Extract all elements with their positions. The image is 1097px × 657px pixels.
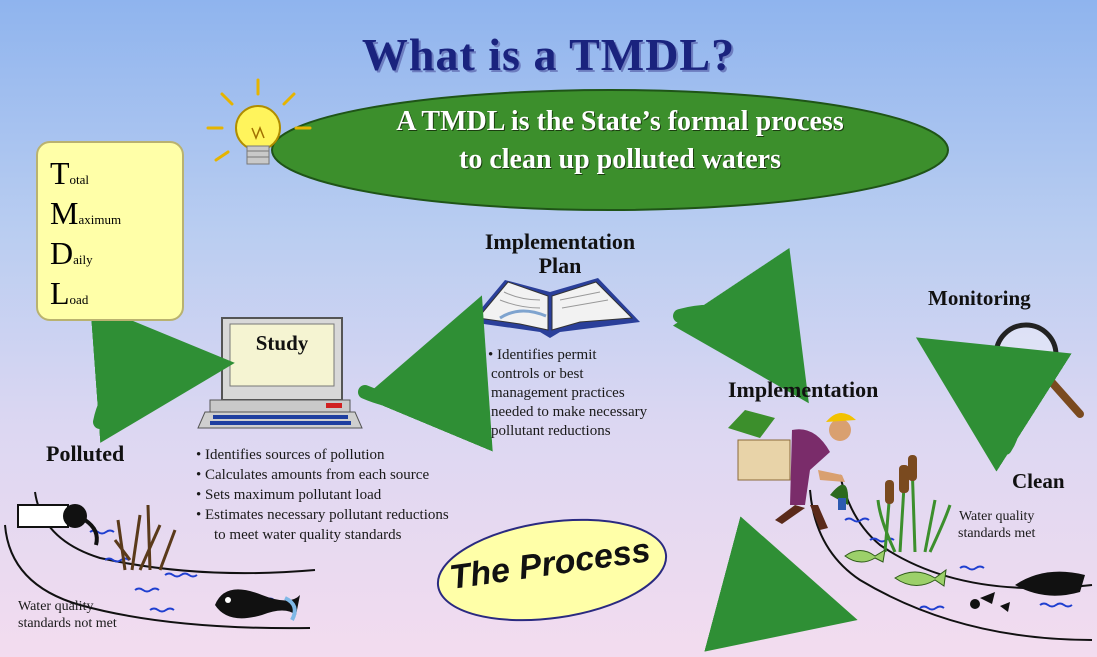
- study-bullet: Calculates amounts from each source: [196, 465, 556, 485]
- definition-text: A TMDL is the State’s formal process to …: [290, 103, 950, 179]
- dead-fish-icon: [215, 589, 300, 621]
- plan-line: controls or best: [491, 366, 584, 382]
- arrow-implementation-down: [704, 516, 858, 652]
- clean-caption: Water quality standards met: [958, 508, 1035, 542]
- plan-label-line-1: Implementation: [484, 229, 636, 254]
- polluted-label: Polluted: [46, 441, 125, 466]
- implementation-plan-label: Implementation Plan: [440, 230, 680, 278]
- acronym-daily: Daily: [50, 235, 93, 271]
- study-bullets: Identifies sources of pollution Calculat…: [196, 445, 556, 525]
- page-title: What is a TMDL?: [361, 29, 736, 80]
- definition-line-1: A TMDL is the State’s formal process: [396, 106, 844, 137]
- plan-line: pollutant reductions: [491, 423, 611, 439]
- clean-caption-line-2: standards met: [958, 526, 1036, 541]
- acronym-total: Total: [50, 155, 90, 191]
- process-arrows: [90, 247, 1072, 652]
- computer-icon: [197, 317, 363, 429]
- plan-label-line-2: Plan: [538, 253, 582, 278]
- polluted-caption: Water quality standards not met: [18, 598, 117, 632]
- study-bullet: Identifies sources of pollution: [196, 445, 556, 465]
- definition-line-2: to clean up polluted waters: [459, 144, 781, 175]
- arrow-study-to-plan: [358, 295, 493, 452]
- plan-line: • Identifies permit: [488, 347, 597, 363]
- study-label: Study: [255, 331, 309, 355]
- study-bullet: Estimates necessary pollutant reductions: [196, 505, 556, 525]
- fish-icon: [844, 549, 947, 587]
- plan-line: management practices: [491, 385, 625, 401]
- plan-line: needed to make necessary: [491, 404, 648, 420]
- definition-ellipse: [271, 89, 949, 211]
- black-fish-icon: [970, 571, 1085, 612]
- study-bullet-continuation: to meet water quality standards: [214, 527, 402, 543]
- clean-label: Clean: [1012, 469, 1065, 493]
- acronym-load: Load: [50, 275, 89, 311]
- lightbulb-icon: [206, 78, 312, 165]
- implementation-label: Implementation: [728, 377, 879, 402]
- polluted-caption-line-1: Water quality: [18, 599, 94, 614]
- arrow-polluted-to-study: [90, 303, 235, 443]
- arrow-plan-to-implementation: [672, 247, 809, 404]
- arrow-clean-to-monitoring: [915, 337, 1072, 472]
- book-icon: [470, 278, 640, 338]
- plan-description: • Identifies permit controls or best man…: [488, 346, 728, 441]
- cattail-icon: [876, 455, 952, 553]
- worker-planting-icon: [728, 410, 856, 530]
- clean-caption-line-1: Water quality: [958, 509, 1035, 524]
- monitoring-label: Monitoring: [928, 286, 1031, 310]
- acronym-box: Total Maximum Daily Load: [36, 141, 184, 321]
- acronym-maximum: Maximum: [50, 195, 122, 231]
- polluted-caption-line-2: standards not met: [18, 616, 117, 631]
- dead-reeds-icon: [113, 504, 177, 571]
- study-bullet: Sets maximum pollutant load: [196, 485, 556, 505]
- pipe-outfall-icon: [17, 504, 99, 546]
